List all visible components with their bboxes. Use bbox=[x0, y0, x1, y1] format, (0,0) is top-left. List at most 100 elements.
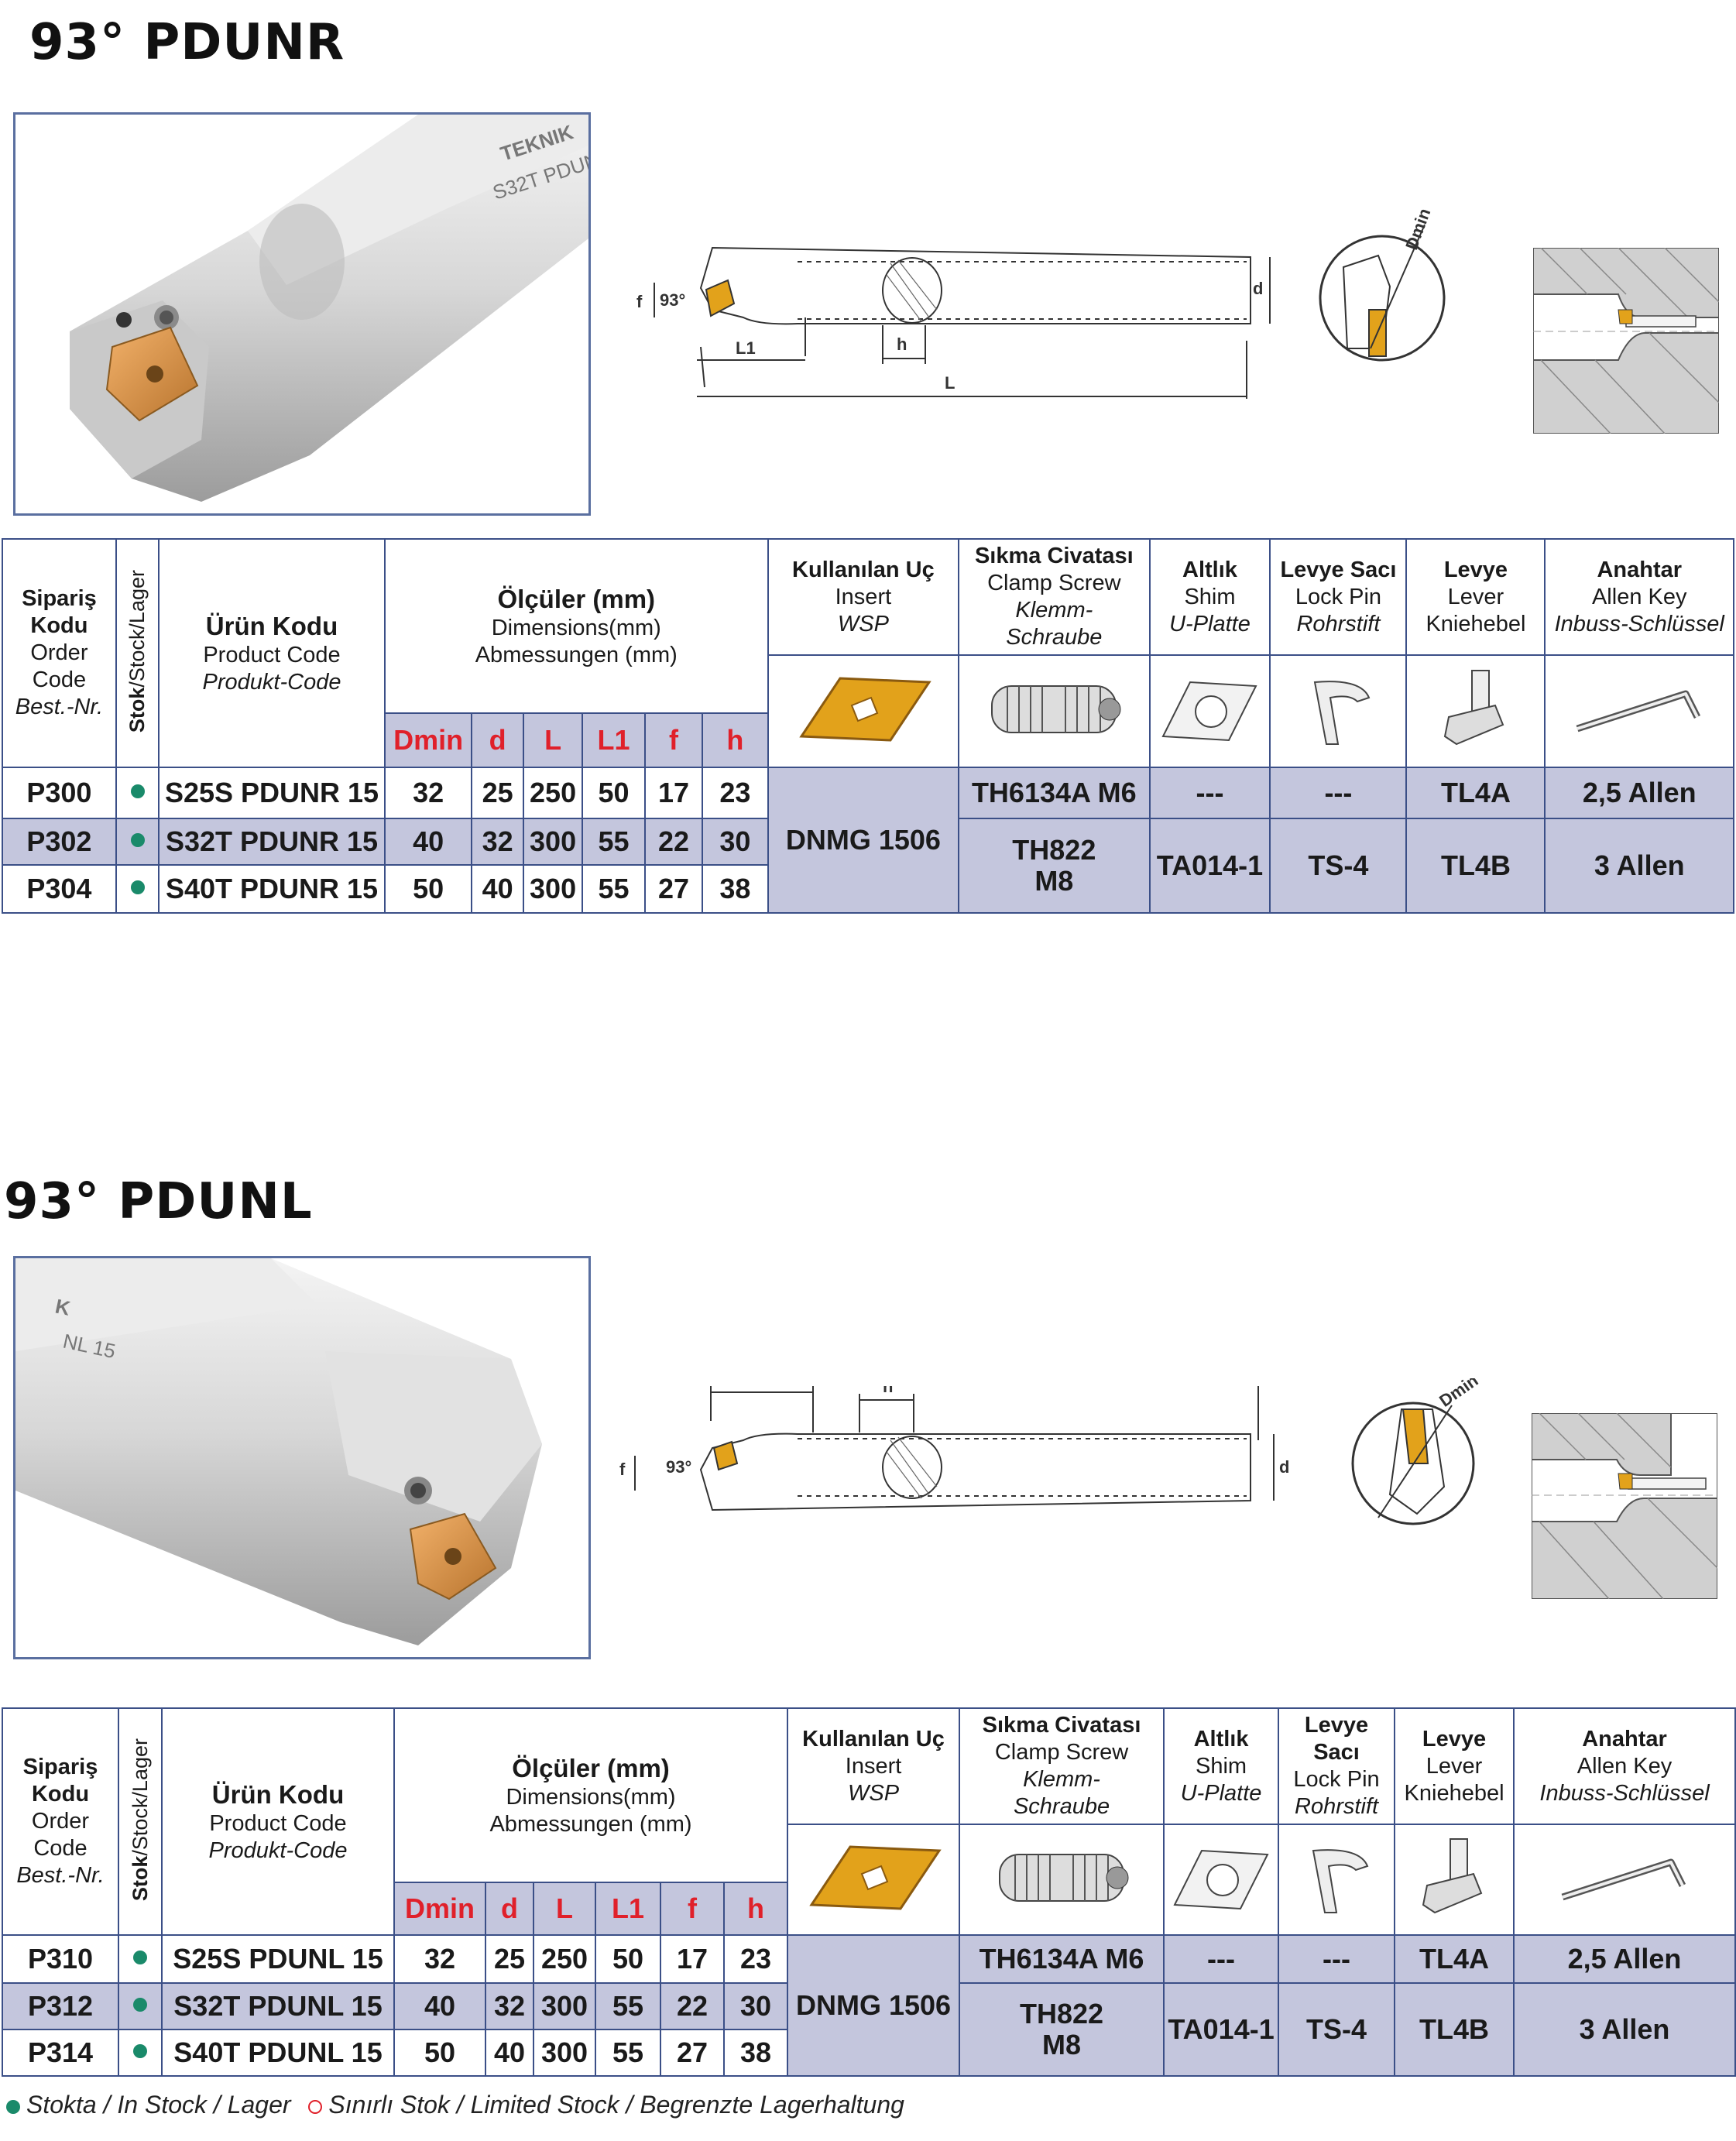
drawing-h: h bbox=[883, 1386, 893, 1396]
lever-value: TL4A bbox=[1405, 767, 1546, 819]
clamp-screw-icon bbox=[958, 654, 1151, 768]
stock-legend: Stokta / In Stock / Lager Sınırlı Stok /… bbox=[6, 2091, 904, 2119]
drawing-d: d bbox=[1253, 279, 1263, 298]
lever-value: TL4B bbox=[1394, 1982, 1515, 2077]
stock-indicator bbox=[115, 818, 160, 866]
spec-table: Sipariş Kodu Order Code Best.-Nr. Stok/S… bbox=[2, 538, 1734, 914]
dim-cell: 27 bbox=[643, 864, 704, 914]
allen-key-icon bbox=[1544, 654, 1734, 768]
key-value: 3 Allen bbox=[1544, 818, 1734, 914]
product-code-cell: S25S PDUNL 15 bbox=[161, 1934, 395, 1984]
stock-indicator bbox=[118, 2029, 163, 2077]
hdr-lever: Levye Lever Kniehebel bbox=[1394, 1707, 1515, 1825]
col-l: L bbox=[522, 712, 584, 768]
col-dmin: Dmin bbox=[393, 1882, 486, 1936]
product-code-cell: S25S PDUNR 15 bbox=[158, 767, 386, 819]
table-row: P300 S25S PDUNR 15 32 25 250 50 17 23 DN… bbox=[2, 767, 1734, 914]
col-f: f bbox=[643, 712, 704, 768]
order-code-cell: P300 bbox=[2, 767, 117, 819]
in-stock-dot-icon bbox=[6, 2099, 20, 2114]
order-code-cell: P310 bbox=[2, 1934, 119, 1984]
workpiece-drawing bbox=[1531, 1412, 1718, 1600]
hdr-clamp-screw: Sıkma Civatası Clamp Screw Klemm- Schrau… bbox=[958, 538, 1151, 656]
hdr-shim: Altlık Shim U-Platte bbox=[1148, 538, 1271, 656]
dmin-drawing: Dmin bbox=[1347, 1371, 1487, 1533]
product-code-cell: S32T PDUNL 15 bbox=[161, 1982, 395, 2030]
dim-cell: 38 bbox=[702, 864, 769, 914]
lever-value: TL4A bbox=[1394, 1934, 1515, 1984]
product-photo: K NL 15 bbox=[13, 1256, 591, 1659]
drawing-f: f bbox=[619, 1460, 626, 1479]
hdr-lever: Levye Lever Kniehebel bbox=[1405, 538, 1546, 656]
hdr-product-code: Ürün Kodu Product Code Produkt-Code bbox=[158, 538, 386, 768]
key-value: 2,5 Allen bbox=[1544, 767, 1734, 819]
dim-cell: 50 bbox=[393, 2029, 486, 2077]
col-l1: L1 bbox=[582, 712, 646, 768]
drawing-f: f bbox=[636, 292, 643, 311]
drawing-l1: L1 bbox=[747, 1386, 767, 1390]
col-l: L bbox=[533, 1882, 596, 1936]
col-l1: L1 bbox=[595, 1882, 661, 1936]
shim-value: TA014-1 bbox=[1163, 1982, 1280, 2077]
in-stock-dot-icon bbox=[133, 1997, 147, 2012]
in-stock-dot-icon bbox=[130, 880, 145, 894]
section-pdunr: 93° PDUNR TEKNIK S32T PDUNR bbox=[0, 0, 1736, 929]
hdr-stock: Stok/Stock/Lager bbox=[118, 1707, 163, 1936]
lever-icon bbox=[1394, 1824, 1515, 1936]
drawing-l1: L1 bbox=[736, 338, 756, 358]
drawing-h: h bbox=[897, 335, 907, 354]
hdr-stock: Stok/Stock/Lager bbox=[115, 538, 160, 768]
boring-bar-image: TEKNIK S32T PDUNR bbox=[70, 115, 588, 502]
boring-bar-image: K NL 15 bbox=[15, 1258, 542, 1645]
insert-icon bbox=[787, 1824, 961, 1936]
dim-cell: 50 bbox=[595, 1934, 661, 1984]
shim-value: --- bbox=[1163, 1934, 1280, 1984]
table-row: P310 S25S PDUNL 15 32 25 250 50 17 23 DN… bbox=[2, 1934, 1736, 2077]
col-d: d bbox=[485, 1882, 534, 1936]
hdr-allen-key: Anahtar Allen Key Inbuss-Schlüssel bbox=[1513, 1707, 1736, 1825]
lock-pin-icon bbox=[1269, 654, 1408, 768]
hdr-insert: Kullanılan Uç Insert WSP bbox=[787, 1707, 961, 1825]
col-h: h bbox=[702, 712, 769, 768]
drawing-angle: 93° bbox=[666, 1457, 691, 1477]
lever-icon bbox=[1405, 654, 1546, 768]
dim-cell: 25 bbox=[485, 1934, 534, 1984]
dim-cell: 25 bbox=[471, 767, 524, 819]
dim-cell: 300 bbox=[522, 818, 584, 866]
product-code-cell: S40T PDUNL 15 bbox=[161, 2029, 395, 2077]
key-value: 2,5 Allen bbox=[1513, 1934, 1736, 1984]
dim-cell: 50 bbox=[383, 864, 473, 914]
hdr-lock-pin: Levye Sacı Lock Pin Rohrstift bbox=[1278, 1707, 1396, 1825]
hdr-order-code: Sipariş Kodu Order Code Best.-Nr. bbox=[2, 538, 117, 768]
stock-indicator bbox=[115, 767, 160, 819]
dim-cell: 27 bbox=[660, 2029, 725, 2077]
lockpin-value: TS-4 bbox=[1278, 1982, 1396, 2077]
col-dmin: Dmin bbox=[383, 712, 473, 768]
workpiece-drawing bbox=[1532, 247, 1720, 434]
hdr-order-code: Sipariş Kodu Order Code Best.-Nr. bbox=[2, 1707, 119, 1936]
dim-cell: 23 bbox=[702, 767, 769, 819]
key-value: 3 Allen bbox=[1513, 1982, 1736, 2077]
hdr-shim: Altlık Shim U-Platte bbox=[1163, 1707, 1280, 1825]
hdr-allen-key: Anahtar Allen Key Inbuss-Schlüssel bbox=[1544, 538, 1734, 656]
dimension-drawing: 93° f d L1 h L bbox=[619, 1318, 1301, 1572]
dim-cell: 55 bbox=[595, 2029, 661, 2077]
lockpin-value: TS-4 bbox=[1269, 818, 1408, 914]
product-photo: TEKNIK S32T PDUNR bbox=[13, 112, 591, 516]
hdr-insert: Kullanılan Uç Insert WSP bbox=[767, 538, 960, 656]
dim-cell: 40 bbox=[393, 1982, 486, 2030]
stock-indicator bbox=[115, 864, 160, 914]
hdr-lock-pin: Levye Sacı Lock Pin Rohrstift bbox=[1269, 538, 1408, 656]
dim-cell: 17 bbox=[660, 1934, 725, 1984]
product-code-cell: S32T PDUNR 15 bbox=[158, 818, 386, 866]
limited-stock-ring-icon bbox=[308, 2099, 323, 2114]
shim-icon bbox=[1163, 1824, 1280, 1936]
stock-indicator bbox=[118, 1934, 163, 1984]
dim-cell: 250 bbox=[522, 767, 584, 819]
spec-table: Sipariş Kodu Order Code Best.-Nr. Stok/S… bbox=[2, 1707, 1736, 2077]
shim-value: TA014-1 bbox=[1148, 818, 1271, 914]
product-code-cell: S40T PDUNR 15 bbox=[158, 864, 386, 914]
section-title: 93° PDUNR bbox=[29, 14, 345, 71]
dmin-label: Dmin bbox=[1401, 206, 1434, 252]
dimension-drawing: 93° f d L1 h L bbox=[619, 232, 1301, 418]
